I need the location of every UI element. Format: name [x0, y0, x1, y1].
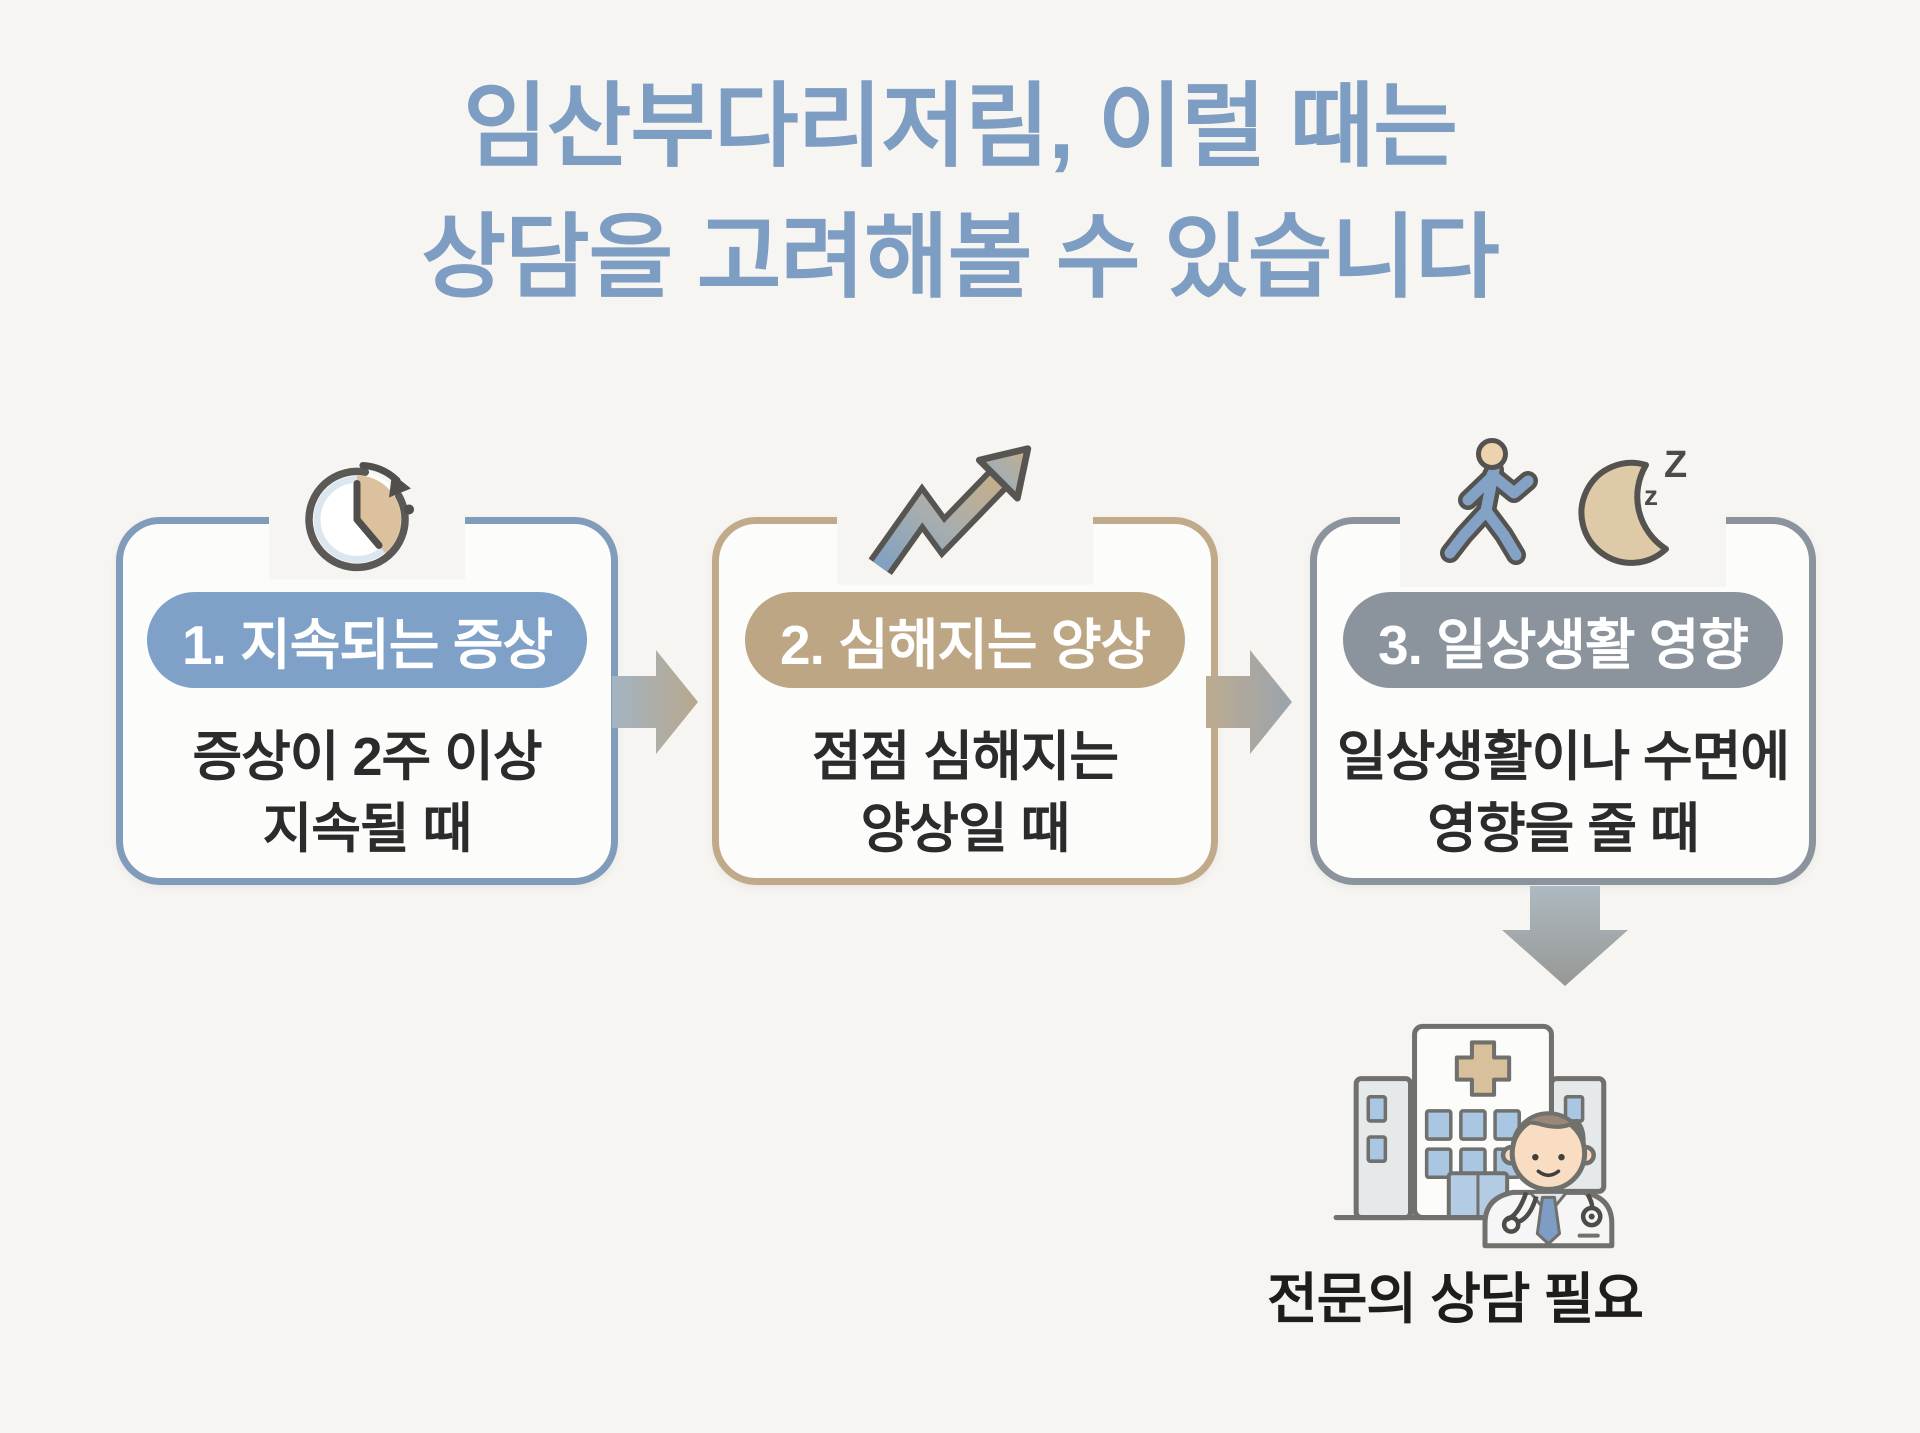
- step1-icon-slot: [269, 453, 465, 580]
- step2-description: 점점 심해지는 양상일 때: [719, 722, 1211, 866]
- step-card-persistent-symptoms: 1. 지속되는 증상 증상이 2주 이상 지속될 때: [116, 453, 618, 885]
- trend-up-arrow-icon: [868, 445, 1032, 576]
- hospital-doctor-icon: [1333, 1023, 1615, 1249]
- step2-badge: 2. 심해지는 양상: [745, 592, 1185, 688]
- right-arrow-icon-2: [1206, 650, 1292, 754]
- down-arrow-icon: [1502, 886, 1628, 986]
- step3-description-line1: 일상생활이나 수면에: [1336, 727, 1790, 787]
- step1-description-line2: 지속될 때: [262, 798, 473, 859]
- page-title-line2: 상담을 고려해볼 수 있습니다: [421, 206, 1499, 309]
- walking-person-icon: [1440, 438, 1538, 565]
- step3-description: 일상생활이나 수면에 영향을 줄 때: [1317, 722, 1809, 866]
- step2-icon-slot: [837, 440, 1093, 585]
- step2-description-line1: 점점 심해지는: [811, 727, 1119, 787]
- page-title-line1: 임산부다리저림, 이럴 때는: [463, 76, 1458, 178]
- page-title: 임산부다리저림, 이럴 때는 상담을 고려해볼 수 있습니다: [0, 62, 1920, 323]
- doctor-figure: [1482, 1111, 1615, 1249]
- step2-description-line2: 양상일 때: [860, 798, 1071, 859]
- clock-refresh-icon: [305, 461, 414, 572]
- sleep-moon-icon: z Z: [1578, 444, 1687, 566]
- walking-person-moon-icons: z Z: [1440, 438, 1687, 566]
- step3-badge: 3. 일상생활 영향: [1343, 592, 1783, 688]
- svg-text:Z: Z: [1664, 444, 1687, 486]
- svg-text:z: z: [1644, 480, 1658, 511]
- conclusion-label: 전문의 상담 필요: [1267, 1268, 1644, 1330]
- right-arrow-icon-1: [612, 650, 698, 754]
- step-card-worsening-pattern: 2. 심해지는 양상 점점 심해지는 양상일 때: [712, 440, 1218, 885]
- step3-description-line2: 영향을 줄 때: [1427, 798, 1699, 859]
- step3-icon-slot: z Z: [1400, 437, 1726, 587]
- step1-description-line1: 증상이 2주 이상: [192, 727, 542, 787]
- step-card-daily-life-impact: z Z 3. 일상생활 영향 일상생활이나 수면에 영향을 줄 때: [1310, 437, 1816, 885]
- medical-cross-icon: [1454, 1040, 1512, 1097]
- stethoscope-icon: [1501, 1191, 1603, 1234]
- step1-description: 증상이 2주 이상 지속될 때: [123, 722, 611, 866]
- step1-badge: 1. 지속되는 증상: [147, 592, 587, 688]
